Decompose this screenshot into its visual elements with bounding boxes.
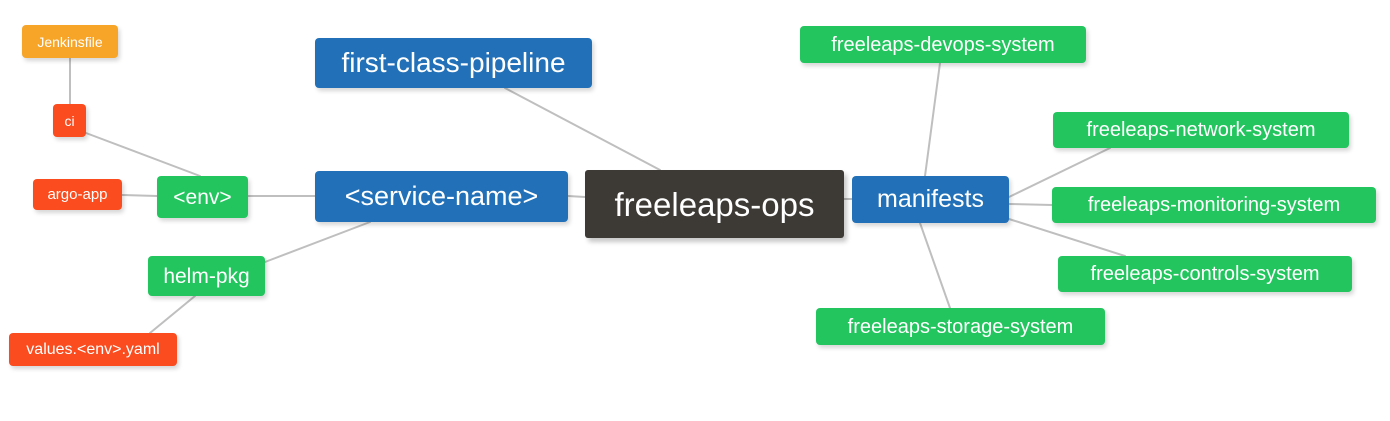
edge-service-name-to-freeleaps-ops <box>567 195 586 198</box>
node-values-yaml[interactable]: values.<env>.yaml <box>9 333 177 366</box>
node-freeleaps-monitoring-system[interactable]: freeleaps-monitoring-system <box>1052 187 1376 223</box>
node-freeleaps-devops-system[interactable]: freeleaps-devops-system <box>800 26 1086 63</box>
node-freeleaps-ops[interactable]: freeleaps-ops <box>585 170 844 238</box>
node-ci[interactable]: ci <box>53 104 86 137</box>
node-first-class-pipeline[interactable]: first-class-pipeline <box>315 38 592 88</box>
edge-manifests-to-freeleaps-controls-system <box>1008 218 1126 257</box>
edge-helm-pkg-to-values-yaml <box>149 295 196 334</box>
edge-manifests-to-freeleaps-storage-system <box>919 222 951 309</box>
edge-first-class-pipeline-to-freeleaps-ops <box>504 87 661 171</box>
node-jenkinsfile[interactable]: Jenkinsfile <box>22 25 118 58</box>
edge-ci-to-env <box>85 132 201 177</box>
edge-argo-app-to-env <box>121 194 158 197</box>
node-freeleaps-controls-system[interactable]: freeleaps-controls-system <box>1058 256 1352 292</box>
edge-manifests-to-freeleaps-devops-system <box>924 62 941 177</box>
node-argo-app[interactable]: argo-app <box>33 179 122 210</box>
node-manifests[interactable]: manifests <box>852 176 1009 223</box>
node-helm-pkg[interactable]: helm-pkg <box>148 256 265 296</box>
node-service-name[interactable]: <service-name> <box>315 171 568 222</box>
edge-service-name-to-helm-pkg <box>264 221 371 263</box>
edge-manifests-to-freeleaps-monitoring-system <box>1008 203 1053 206</box>
node-freeleaps-storage-system[interactable]: freeleaps-storage-system <box>816 308 1105 345</box>
node-env[interactable]: <env> <box>157 176 248 218</box>
node-freeleaps-network-system[interactable]: freeleaps-network-system <box>1053 112 1349 148</box>
